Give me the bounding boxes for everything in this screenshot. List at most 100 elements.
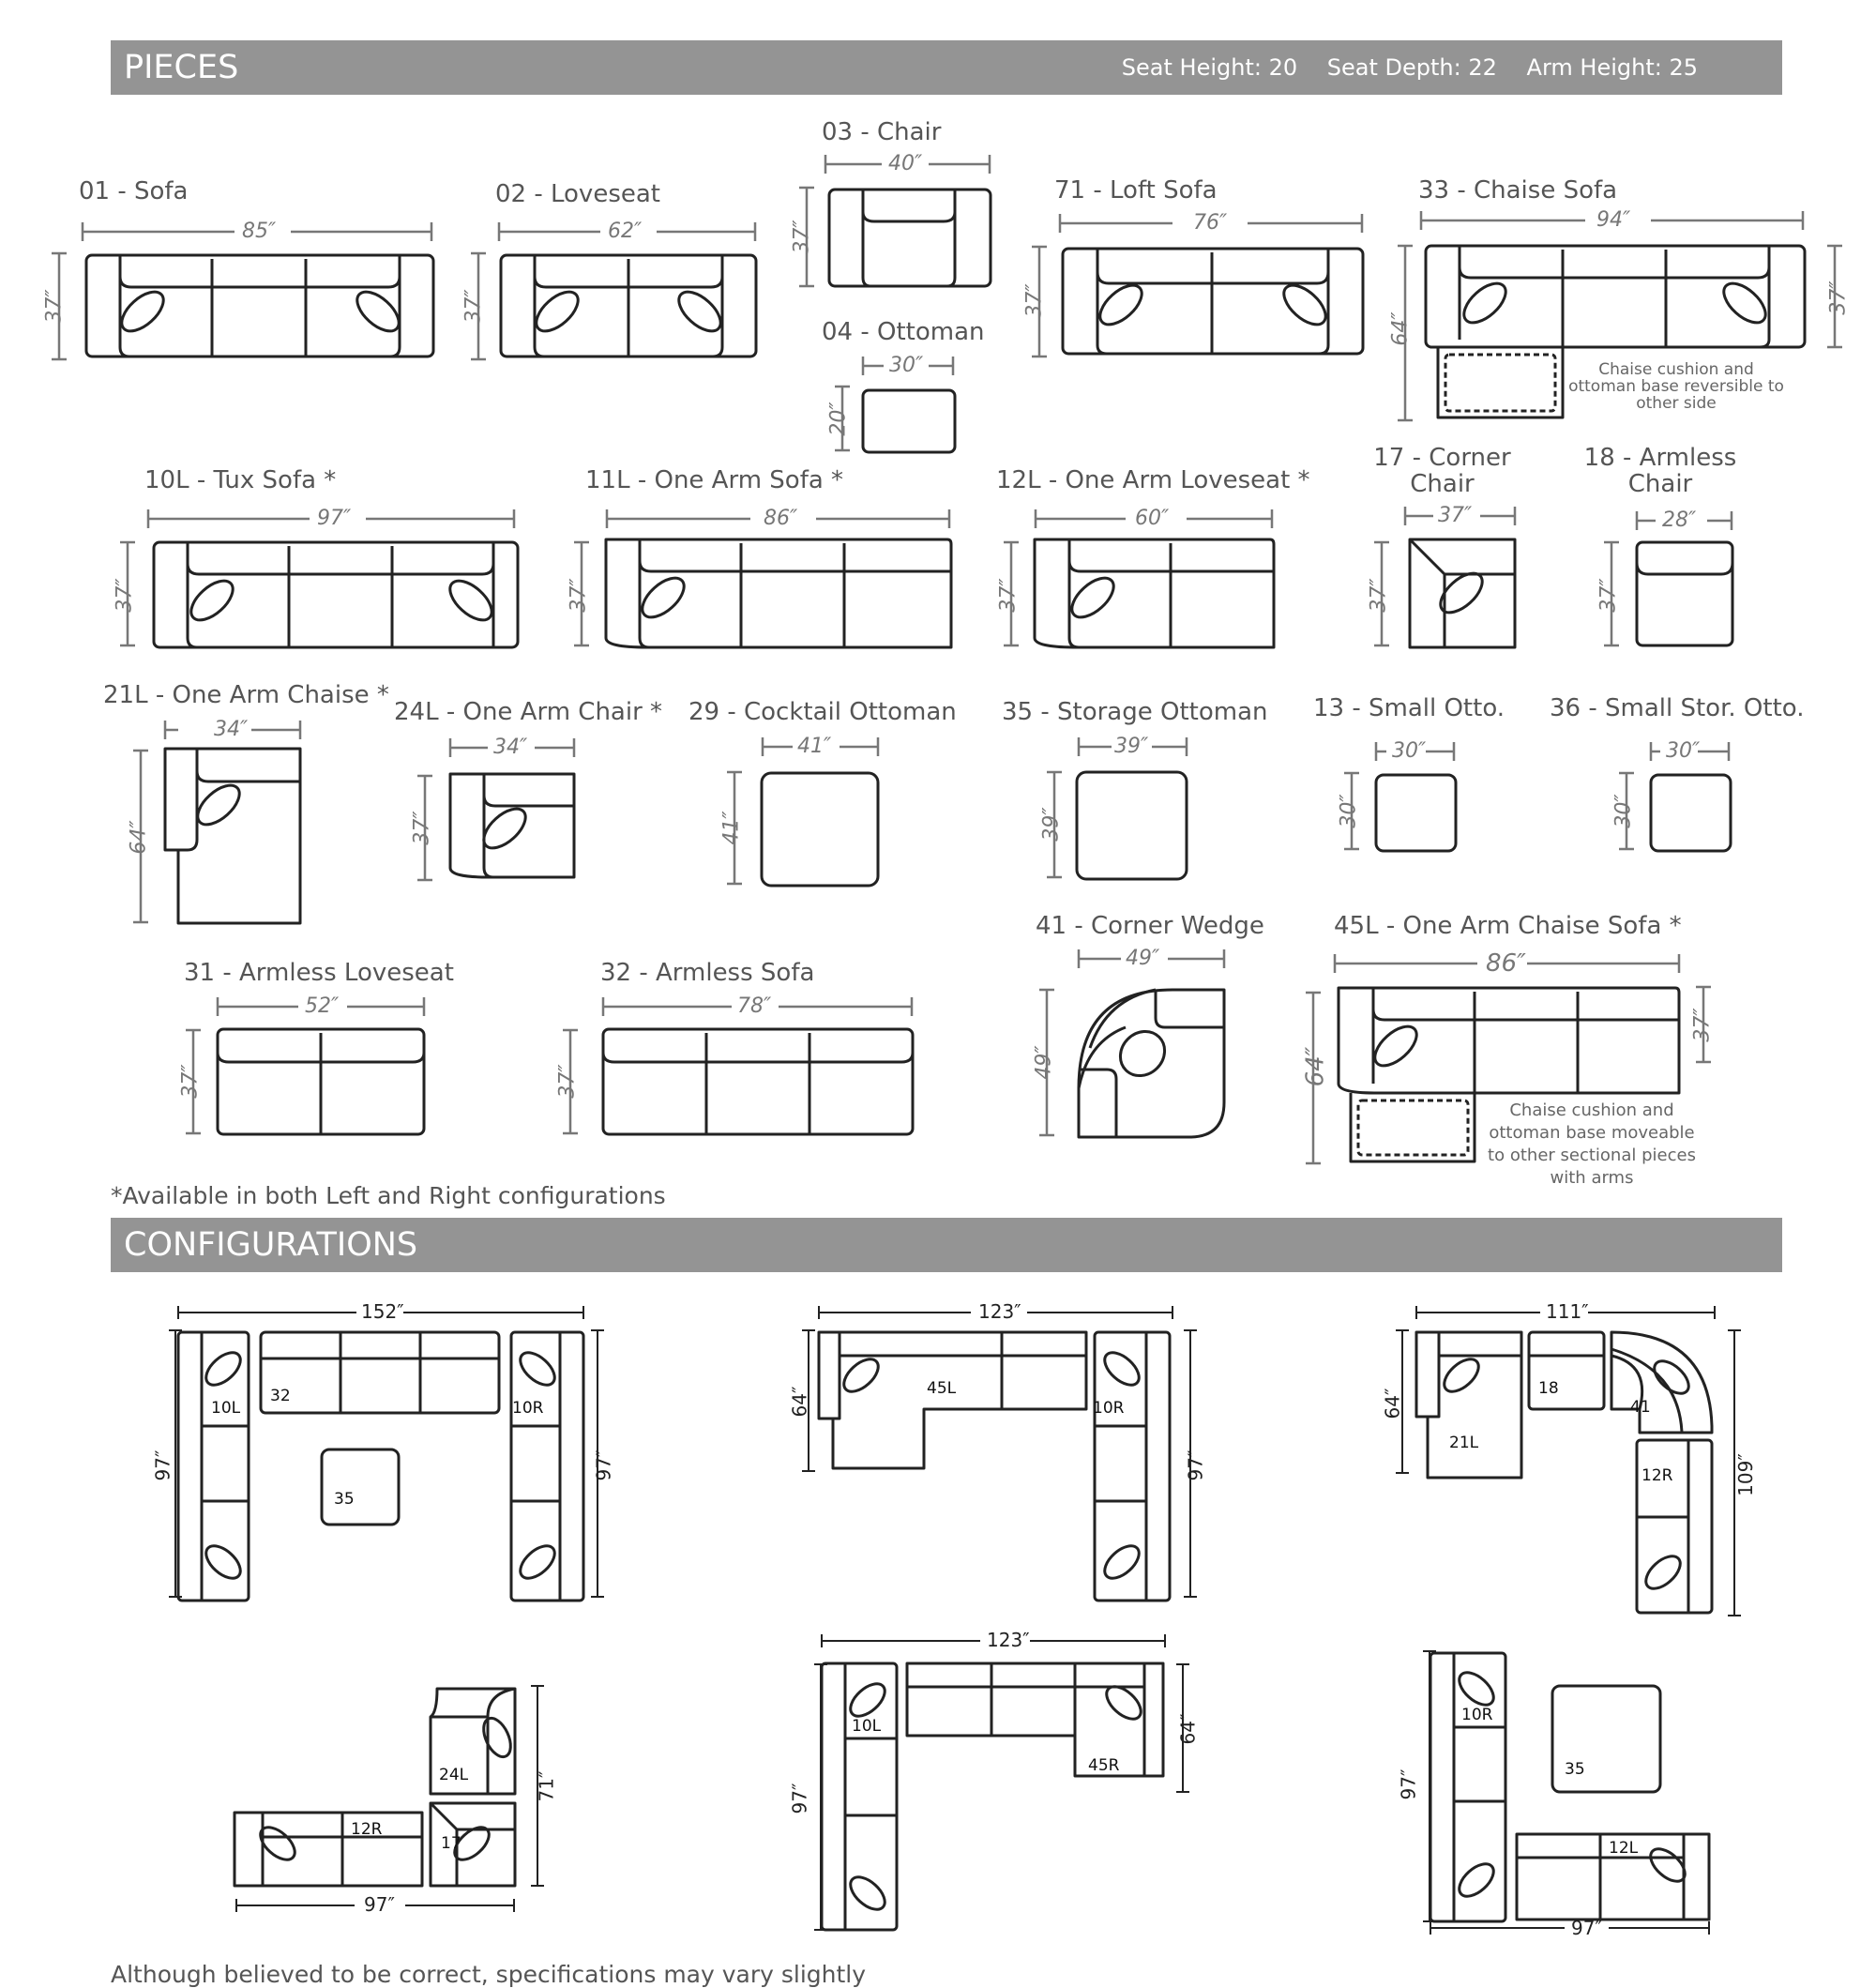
piece-name-04: 04 - Ottoman [822, 318, 985, 346]
config-4-label-12r: 12R [351, 1820, 383, 1839]
dim-01-width: 85″ [242, 220, 277, 243]
pieces-title: PIECES [124, 49, 239, 86]
footer-disclaimer: Although believed to be correct, specifi… [111, 1961, 867, 1988]
dim-33-height2: 37″ [1826, 281, 1851, 315]
piece-name-41: 41 - Corner Wedge [1036, 912, 1264, 940]
piece-name-31: 31 - Armless Loveseat [184, 959, 454, 987]
dim-03-width: 40″ [888, 152, 923, 175]
piece-12l-one-arm-loveseat [1033, 538, 1276, 649]
dim-24l-width: 34″ [493, 736, 528, 759]
arm-height: Arm Height: 25 [1526, 54, 1698, 81]
piece-name-45l: 45L - One Arm Chaise Sofa * [1334, 912, 1682, 940]
dim-21l-width: 34″ [214, 718, 249, 741]
piece-name-24l: 24L - One Arm Chair * [394, 698, 663, 726]
config-4-label-17: 17 [441, 1834, 461, 1853]
dim-11l-height: 37″ [567, 578, 591, 613]
piece-name-32: 32 - Armless Sofa [600, 959, 815, 987]
config-5-width: 123″ [987, 1629, 1030, 1651]
dim-41-height: 49″ [1032, 1045, 1056, 1080]
seat-depth: Seat Depth: 22 [1326, 54, 1497, 81]
dim-33-width: 94″ [1596, 208, 1631, 232]
dim-17-height: 37″ [1367, 578, 1391, 613]
configurations-banner: CONFIGURATIONS [111, 1218, 1782, 1272]
note-33: Chaise cushion and ottoman base reversib… [1568, 360, 1784, 413]
piece-17-corner-chair [1408, 538, 1517, 649]
piece-name-13: 13 - Small Otto. [1313, 694, 1505, 722]
config-2-width: 123″ [978, 1300, 1021, 1323]
dim-41-width: 49″ [1126, 947, 1160, 970]
dim-45l-width: 86″ [1486, 949, 1526, 978]
pieces-banner: PIECES Seat Height: 20 Seat Depth: 22 Ar… [111, 40, 1782, 95]
config-5-label-45r: 45R [1088, 1756, 1120, 1775]
config-2-height-right: 97″ [1184, 1449, 1207, 1481]
dim-35-width: 39″ [1114, 735, 1149, 758]
config-5-drawing [820, 1662, 1165, 1932]
piece-name-01: 01 - Sofa [79, 177, 189, 205]
dim-32-width: 78″ [737, 994, 772, 1018]
piece-name-11l: 11L - One Arm Sofa * [585, 466, 844, 494]
piece-name-12l: 12L - One Arm Loveseat * [996, 466, 1310, 494]
dim-31-height: 37″ [178, 1064, 203, 1099]
piece-11l-one-arm-sofa [604, 538, 953, 649]
config-1-label-10r: 10R [512, 1399, 544, 1418]
dim-10l-height: 37″ [113, 578, 137, 613]
dim-45l-height: 64″ [1301, 1046, 1330, 1087]
dim-18-width: 28″ [1662, 508, 1697, 532]
dim-03-height: 37″ [790, 220, 814, 254]
dim-04-width: 30″ [889, 354, 924, 377]
config-3-height-left: 64″ [1381, 1388, 1404, 1419]
piece-29-cocktail-ottoman [760, 771, 880, 888]
piece-name-10l: 10L - Tux Sofa * [144, 466, 337, 494]
piece-10l-tux-sofa [152, 540, 520, 649]
dim-02-height: 37″ [461, 289, 486, 324]
config-5-height-left: 97″ [788, 1783, 811, 1814]
dim-33-height: 64″ [1388, 311, 1413, 346]
piece-71-loft-sofa [1061, 247, 1365, 356]
piece-36-small-stor-otto [1649, 773, 1732, 853]
config-1-label-35: 35 [334, 1490, 355, 1509]
dim-36-height: 30″ [1611, 794, 1636, 828]
piece-45l-one-arm-chaise-sofa [1337, 986, 1681, 1163]
piece-name-18: 18 - Armless Chair [1583, 444, 1737, 498]
dim-21l-height: 64″ [127, 820, 151, 855]
config-2-height-left: 64″ [788, 1386, 811, 1418]
config-2-label-10r: 10R [1093, 1399, 1125, 1418]
piece-02-loveseat [499, 253, 758, 358]
config-2-drawing [817, 1330, 1172, 1602]
config-4-height-right: 71″ [535, 1770, 558, 1802]
piece-18-armless-chair [1635, 540, 1734, 647]
dimension-lines [52, 155, 1842, 1165]
dim-12l-height: 37″ [996, 578, 1021, 613]
dim-71-width: 76″ [1193, 211, 1228, 235]
config-1-height-right: 97″ [592, 1449, 615, 1481]
dim-02-width: 62″ [608, 220, 643, 243]
piece-01-sofa [84, 253, 435, 358]
configurations-title: CONFIGURATIONS [124, 1226, 418, 1264]
seat-height: Seat Height: 20 [1121, 54, 1298, 81]
config-3-label-12r: 12R [1642, 1466, 1673, 1485]
config-1-width: 152″ [361, 1300, 404, 1323]
config-6-drawing [1429, 1651, 1711, 1923]
config-6-height-left: 97″ [1397, 1768, 1420, 1800]
config-3-width: 111″ [1546, 1300, 1589, 1323]
dim-29-height: 41″ [719, 811, 744, 845]
availability-note: *Available in both Left and Right config… [111, 1182, 666, 1209]
config-1-label-10l: 10L [211, 1399, 241, 1418]
piece-name-36: 36 - Small Stor. Otto. [1550, 694, 1805, 722]
config-1-drawing [176, 1330, 585, 1602]
dim-18-height: 37″ [1596, 578, 1621, 613]
dim-36-width: 30″ [1666, 739, 1701, 763]
dim-13-height: 30″ [1337, 794, 1361, 828]
config-6-label-35: 35 [1565, 1760, 1585, 1779]
config-3-label-18: 18 [1538, 1379, 1559, 1398]
config-5-label-10l: 10L [852, 1717, 882, 1736]
piece-03-chair [827, 188, 992, 288]
dim-17-width: 37″ [1438, 504, 1473, 527]
piece-33-chaise-sofa [1424, 244, 1807, 419]
config-3-height-right: 109″ [1733, 1453, 1757, 1496]
dim-12l-width: 60″ [1135, 507, 1170, 530]
piece-name-33: 33 - Chaise Sofa [1418, 176, 1618, 205]
config-6-label-10r: 10R [1461, 1706, 1493, 1724]
